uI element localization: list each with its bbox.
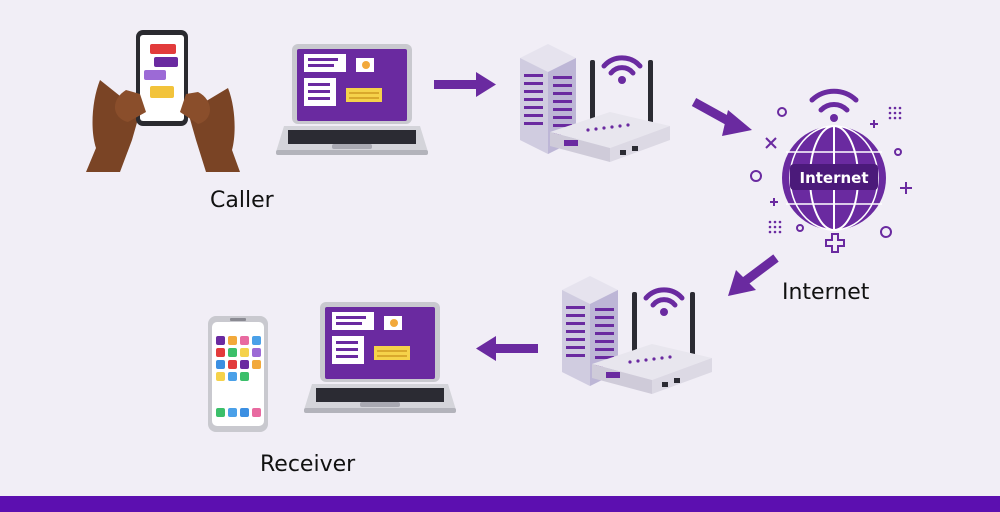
arrow-right-icon [434, 72, 496, 97]
arrow-down-right-icon [691, 98, 752, 136]
hands-smartphone-chat-icon [86, 30, 240, 172]
smartphone-apps-icon [208, 316, 268, 432]
laptop-icon [304, 302, 456, 413]
caller-label: Caller [210, 188, 274, 213]
globe-label: Internet [799, 169, 868, 187]
arrow-left-icon [476, 336, 538, 361]
internet-globe-wifi-icon: Internet [750, 88, 912, 253]
server-router-wifi-icon [562, 276, 712, 394]
internet-label: Internet [782, 280, 870, 305]
footer-bar [0, 496, 1000, 512]
laptop-icon [276, 44, 428, 155]
server-router-wifi-icon [520, 44, 670, 162]
receiver-label: Receiver [260, 452, 356, 477]
arrow-down-left-icon [728, 254, 779, 296]
